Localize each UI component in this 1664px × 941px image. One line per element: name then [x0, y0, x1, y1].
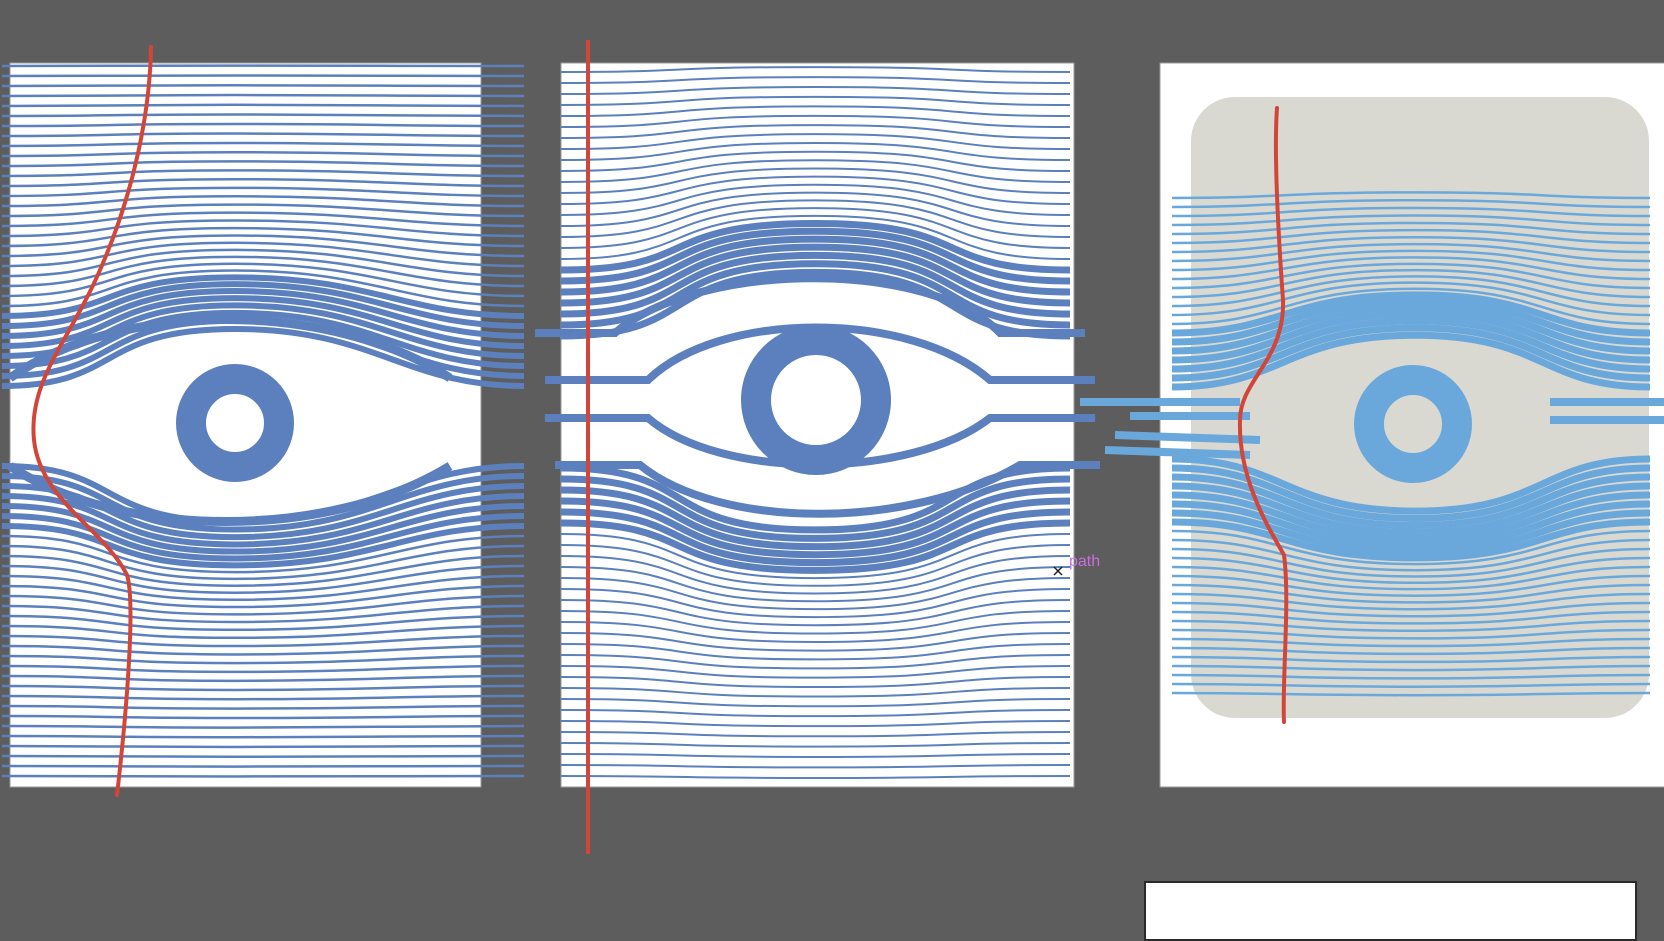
bottom-panel[interactable]: [1144, 881, 1637, 941]
contour-line[interactable]: [2, 756, 524, 757]
contour-line[interactable]: [2, 766, 524, 767]
contour-line[interactable]: [2, 95, 524, 96]
contour-line[interactable]: [2, 75, 524, 76]
eyelid-line[interactable]: [1105, 450, 1250, 455]
contour-line[interactable]: [2, 746, 524, 747]
contour-line[interactable]: [2, 114, 524, 116]
contour-line[interactable]: [2, 726, 524, 728]
contour-line[interactable]: [2, 105, 524, 106]
smart-guide-label: path: [1069, 553, 1100, 571]
contour-line[interactable]: [2, 85, 524, 86]
contour-line[interactable]: [2, 736, 524, 737]
